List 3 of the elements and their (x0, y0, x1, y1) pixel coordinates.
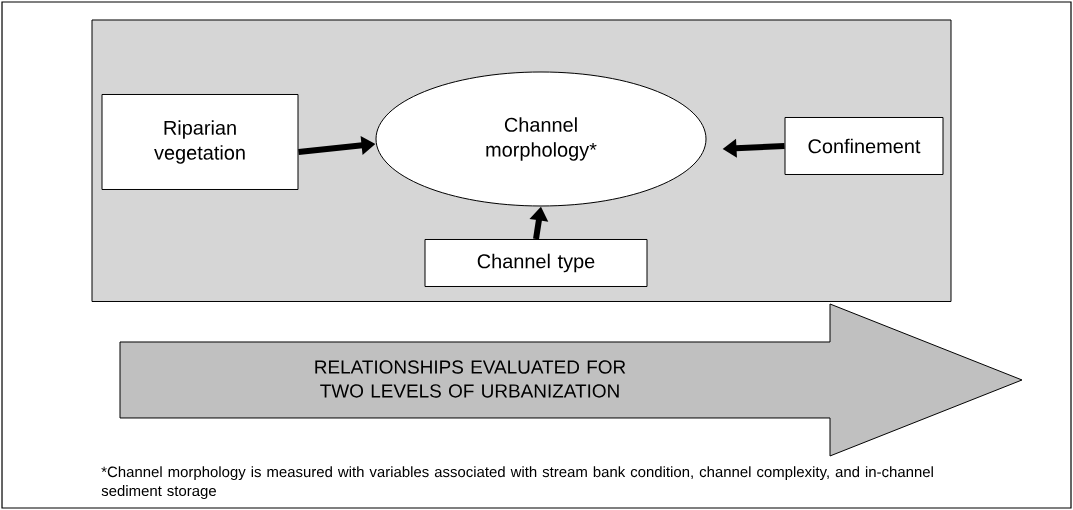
process-box: Confinement (784, 117, 944, 175)
process-box: Channel type (424, 239, 648, 287)
process-box: Riparian vegetation (101, 94, 299, 190)
